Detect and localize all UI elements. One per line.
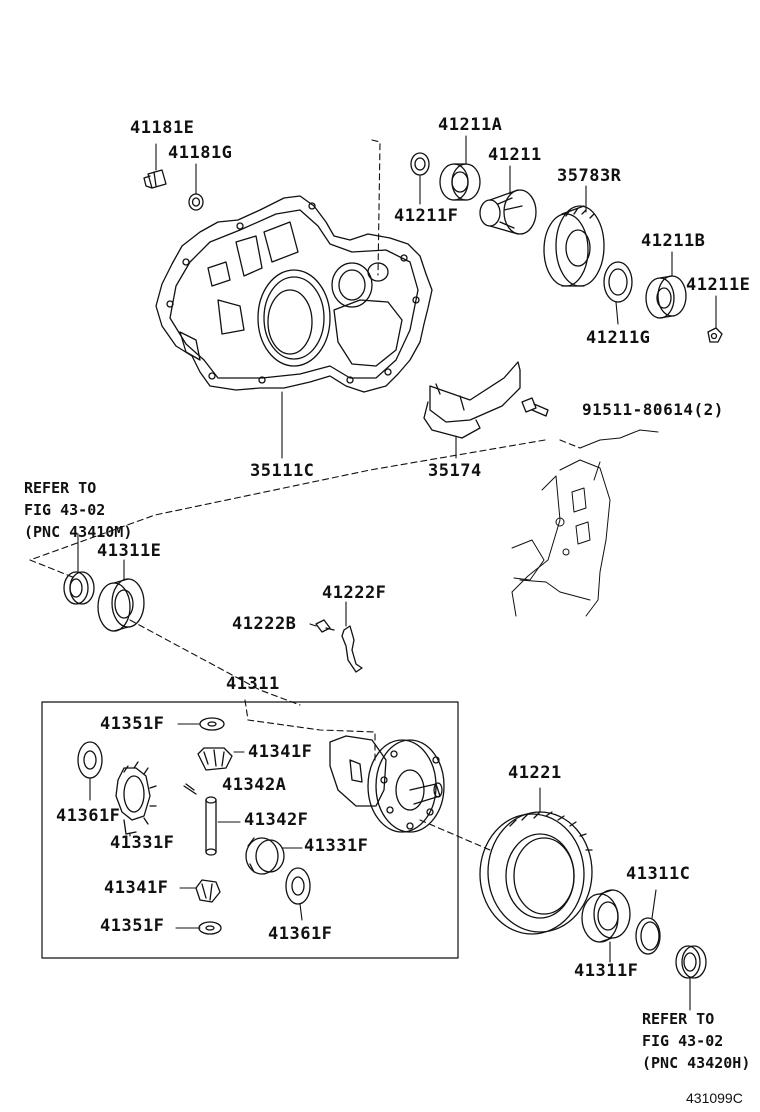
refer-note-top-line2: FIG 43-02 (24, 501, 106, 519)
transaxle-case-35111c (155, 195, 433, 393)
refer-note-bottom: REFER TO FIG 43-02 (PNC 43420H) (642, 1008, 750, 1074)
label-41222b: 41222B (232, 614, 297, 634)
oil-receiver-35174 (423, 361, 521, 439)
label-41361f-bottom: 41361F (268, 924, 333, 944)
bearing-41311f (581, 889, 631, 943)
differential-case (329, 735, 445, 833)
oil-seal-left (63, 571, 95, 605)
label-41351f-top: 41351F (100, 714, 165, 734)
drain-plug-41181e (143, 169, 167, 189)
washer-41351f-top (199, 717, 225, 731)
thrust-washer-41361f-bottom (285, 867, 311, 905)
side-gear-41331f-right (245, 837, 285, 875)
label-41181g: 41181G (168, 143, 233, 163)
label-91511-80614: 91511-80614(2) (582, 400, 724, 419)
bolt-41222b (315, 619, 335, 633)
gear-35783r (543, 205, 605, 287)
label-41211b: 41211B (641, 231, 706, 251)
ring-gear-41221 (479, 811, 593, 935)
label-41342a: 41342A (222, 775, 287, 795)
label-41361f-left: 41361F (56, 806, 121, 826)
differential-kit-frame (41, 701, 459, 959)
label-41311e: 41311E (97, 541, 162, 561)
side-gear-41331f-left (115, 761, 157, 835)
clip-41222f (341, 625, 363, 673)
label-41342f: 41342F (244, 810, 309, 830)
label-41311c: 41311C (626, 864, 691, 884)
label-41211f: 41211F (394, 206, 459, 226)
pinion-41341f-bottom (195, 879, 221, 903)
label-41341f-bottom: 41341F (104, 878, 169, 898)
label-35174: 35174 (428, 461, 482, 481)
bearing-41211a (439, 163, 481, 201)
label-35783r: 35783R (557, 166, 622, 186)
leader-lines (77, 135, 717, 1011)
label-41351f-bottom: 41351F (100, 916, 165, 936)
refer-note-top-line3: (PNC 43410M) (24, 523, 133, 541)
bearing-41311e (97, 578, 145, 632)
refer-note-top: REFER TO FIG 43-02 (PNC 43410M) (24, 477, 132, 543)
label-35111c: 35111C (250, 461, 315, 481)
label-41331f-left: 41331F (110, 833, 175, 853)
housing-partial-sketch (511, 429, 659, 617)
gasket-41181g (188, 193, 204, 211)
label-41181e: 41181E (130, 118, 195, 138)
oil-seal-right (675, 945, 707, 979)
label-41221: 41221 (508, 763, 562, 783)
shaft-41342f (205, 796, 217, 856)
label-41211a: 41211A (438, 115, 503, 135)
pin-41342a (183, 783, 197, 795)
label-41211e: 41211E (686, 275, 751, 295)
label-41311: 41311 (226, 674, 280, 694)
figure-number: 431099C (686, 1090, 743, 1106)
label-41331f-right: 41331F (304, 836, 369, 856)
refer-note-bottom-line2: FIG 43-02 (642, 1032, 724, 1050)
nut-41211e (707, 327, 723, 343)
oil-seal-41211g (603, 261, 633, 303)
oil-seal-41211f (410, 152, 430, 176)
label-41211g: 41211G (586, 328, 651, 348)
refer-note-bottom-line1: REFER TO (642, 1010, 715, 1028)
shaft-41211 (479, 189, 537, 235)
label-41341f-top: 41341F (248, 742, 313, 762)
assembly-dashed-lines (29, 139, 581, 851)
thrust-washer-41361f-left (77, 741, 103, 779)
bolt-91511-80614 (521, 397, 549, 417)
label-41211: 41211 (488, 145, 542, 165)
refer-note-top-line1: REFER TO (24, 479, 97, 497)
refer-note-bottom-line3: (PNC 43420H) (642, 1054, 751, 1072)
washer-41351f-bottom (198, 921, 222, 935)
label-41311f: 41311F (574, 961, 639, 981)
pinion-41341f-top (197, 747, 233, 771)
bearing-41211b (645, 275, 687, 319)
label-41222f: 41222F (322, 583, 387, 603)
gasket-41181g-hole (191, 197, 201, 207)
shim-41311c (635, 917, 661, 955)
